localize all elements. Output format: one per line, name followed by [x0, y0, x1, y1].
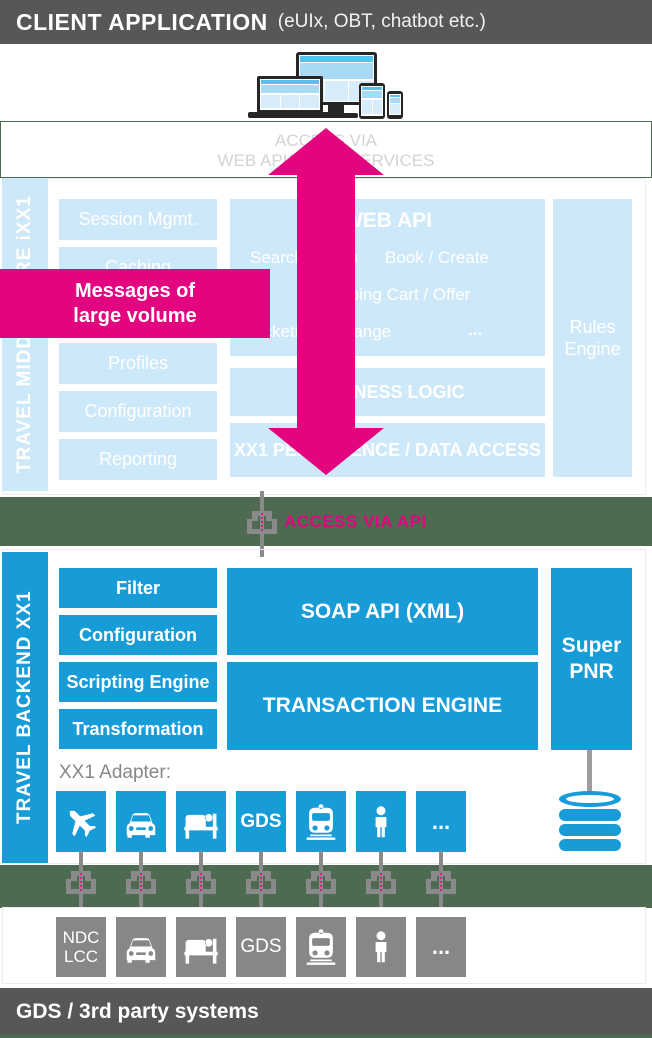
web-api-box: WEB API Search / Shop Book / Create Shop…	[230, 199, 545, 356]
adapter-tile-person	[356, 791, 406, 852]
source-tile-hotel	[176, 917, 226, 977]
web-api-fn-more: ...	[468, 320, 483, 339]
xx1-adapter-label: XX1 Adapter:	[59, 762, 171, 783]
person-icon	[363, 929, 399, 965]
footer-green-strip	[0, 1035, 652, 1038]
adapter-tile-air	[56, 791, 106, 852]
monitor-icon	[296, 52, 377, 105]
adapter-more-label: ...	[431, 808, 451, 834]
rules-engine-line2: Engine	[564, 339, 621, 359]
adapter-tile-rail	[296, 791, 346, 852]
connector-plug-icon	[242, 491, 282, 557]
monitor-base	[316, 113, 358, 118]
phone-icon	[387, 91, 403, 119]
middleware-item-configuration: Configuration	[59, 391, 217, 432]
source-tile-ndc-lcc: NDC LCC	[56, 917, 106, 977]
source-tile-car	[116, 917, 166, 977]
access-api-label: ACCESS VIA API	[284, 512, 427, 531]
laptop-base	[248, 112, 331, 118]
car-icon	[122, 803, 160, 841]
adapter-tile-gds: GDS	[236, 791, 286, 852]
person-icon	[363, 804, 399, 840]
backend-item-scripting-engine: Scripting Engine	[59, 662, 217, 702]
bed-icon	[182, 803, 220, 841]
lcc-label: LCC	[63, 947, 98, 966]
train-icon	[302, 803, 340, 841]
adapter-tile-more: ...	[416, 791, 466, 852]
messages-line2: large volume	[73, 304, 197, 327]
transaction-engine-box: TRANSACTION ENGINE	[227, 662, 538, 750]
super-pnr-box: Super PNR	[551, 568, 632, 750]
backend-item-transformation: Transformation	[59, 709, 217, 749]
source-gds-label: GDS	[240, 936, 282, 957]
airplane-icon	[56, 796, 107, 847]
rules-engine-line1: Rules	[569, 317, 616, 337]
bed-icon	[182, 928, 220, 966]
adapter-gds-label: GDS	[240, 810, 282, 832]
ndc-label: NDC	[62, 928, 100, 947]
middleware-item-reporting: Reporting	[59, 439, 217, 480]
footer-label: GDS / 3rd party systems	[16, 999, 259, 1023]
tablet-icon	[359, 83, 385, 119]
messages-line1: Messages of	[74, 279, 196, 302]
backend-item-configuration: Configuration	[59, 615, 217, 655]
monitor-stand	[328, 105, 344, 113]
web-api-title: WEB API	[342, 209, 433, 232]
adapter-tile-car	[116, 791, 166, 852]
laptop-icon	[257, 76, 323, 113]
source-tile-rail	[296, 917, 346, 977]
client-application-header: CLIENT APPLICATION (eUIx, OBT, chatbot e…	[0, 0, 652, 44]
source-tile-more: ...	[416, 917, 466, 977]
soap-api-box: SOAP API (XML)	[227, 568, 538, 655]
source-tile-gds: GDS	[236, 917, 286, 977]
train-icon	[302, 928, 340, 966]
backend-item-filter: Filter	[59, 568, 217, 608]
middleware-item-profiles: Profiles	[59, 343, 217, 384]
access-api-bar	[0, 497, 652, 546]
super-pnr-line2: PNR	[569, 660, 614, 683]
client-application-subtitle: (eUIx, OBT, chatbot etc.)	[277, 11, 486, 32]
super-pnr-line1: Super	[561, 634, 622, 657]
middleware-item-session: Session Mgmt.	[59, 199, 217, 240]
database-icon	[559, 791, 621, 853]
rules-engine-box: Rules Engine	[553, 199, 632, 477]
data-flow-arrow	[268, 128, 384, 475]
source-tile-person	[356, 917, 406, 977]
source-more-label: ...	[431, 934, 451, 959]
web-api-fn-book-create: Book / Create	[385, 248, 489, 267]
super-pnr-db-link	[587, 750, 592, 792]
backend-sidebar: TRAVEL BACKEND XX1	[2, 552, 48, 863]
car-icon	[122, 928, 160, 966]
messages-large-volume-callout: Messages of large volume	[0, 269, 270, 338]
gds-third-party-footer: GDS / 3rd party systems	[0, 988, 652, 1035]
adapter-tile-hotel	[176, 791, 226, 852]
client-application-title: CLIENT APPLICATION	[16, 8, 268, 35]
